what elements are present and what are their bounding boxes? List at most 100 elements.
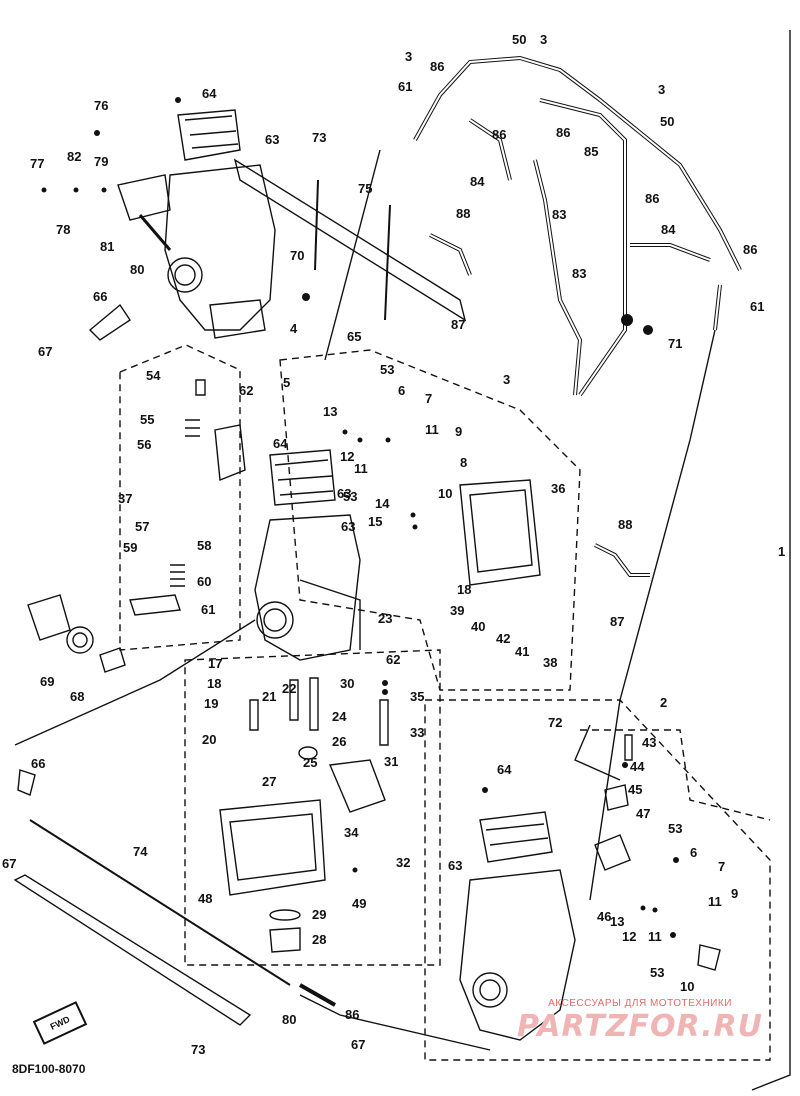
part-callout-5: 5 [283,375,291,390]
part-callout-87: 87 [451,317,466,332]
part-callout-49: 49 [352,896,367,911]
part-callout-84: 84 [661,222,676,237]
part-callout-62: 62 [386,652,401,667]
diagram-part-code: 8DF100-8070 [12,1062,86,1076]
part-callout-6: 6 [398,383,406,398]
part-callout-38: 38 [543,655,558,670]
part-callout-86: 86 [556,125,571,140]
part-callout-40: 40 [471,619,486,634]
part-callout-53: 53 [650,965,665,980]
part-callout-63: 63 [265,132,280,147]
part-callout-66: 66 [31,756,46,771]
part-callout-64: 64 [273,436,288,451]
part-callout-85: 85 [584,144,599,159]
part-callout-8: 8 [460,455,468,470]
part-callout-83: 83 [572,266,587,281]
part-callout-20: 20 [202,732,217,747]
part-callout-63: 63 [448,858,463,873]
part-callout-71: 71 [668,336,683,351]
part-callout-9: 9 [455,424,463,439]
part-callout-37: 37 [118,491,133,506]
part-callout-46: 46 [597,909,612,924]
part-callout-81: 81 [100,239,115,254]
part-callout-61: 61 [750,299,765,314]
part-callout-21: 21 [262,689,277,704]
part-callout-83: 83 [552,207,567,222]
part-callout-27: 27 [262,774,277,789]
part-callout-10: 10 [680,979,695,994]
part-callout-74: 74 [133,844,148,859]
part-callout-22: 22 [282,681,297,696]
part-callout-48: 48 [198,891,213,906]
part-callout-13: 13 [323,404,338,419]
part-callout-30: 30 [340,676,355,691]
part-callout-15: 15 [368,514,383,529]
part-callout-50: 50 [512,32,527,47]
part-callout-60: 60 [197,574,212,589]
part-callout-57: 57 [135,519,150,534]
part-callout-70: 70 [290,248,305,263]
part-callout-78: 78 [56,222,71,237]
part-callout-18: 18 [207,676,222,691]
part-callout-43: 43 [642,735,657,750]
part-callout-11: 11 [648,929,662,944]
part-callout-88: 88 [618,517,633,532]
part-callout-35: 35 [410,689,425,704]
part-callout-63: 63 [337,486,352,501]
part-callout-79: 79 [94,154,109,169]
part-callout-53: 53 [343,489,358,504]
part-callout-12: 12 [340,449,355,464]
part-callout-41: 41 [515,644,530,659]
part-callout-2: 2 [660,695,668,710]
part-callout-86: 86 [743,242,758,257]
part-callout-7: 7 [718,859,726,874]
part-callout-36: 36 [551,481,566,496]
part-callout-62: 62 [239,383,254,398]
part-callout-68: 68 [70,689,85,704]
part-callout-55: 55 [140,412,155,427]
part-callout-67: 67 [2,856,17,871]
part-callout-64: 64 [202,86,217,101]
part-callout-34: 34 [344,825,359,840]
part-callout-56: 56 [137,437,152,452]
part-callout-86: 86 [645,191,660,206]
part-callout-3: 3 [405,49,413,64]
part-callout-19: 19 [204,696,219,711]
part-callout-11: 11 [708,894,722,909]
part-callout-65: 65 [347,329,362,344]
part-callout-50: 50 [660,114,675,129]
part-callout-7: 7 [425,391,433,406]
part-callout-24: 24 [332,709,347,724]
part-callout-61: 61 [398,79,413,94]
part-callout-58: 58 [197,538,212,553]
part-callout-18: 18 [457,582,472,597]
part-callout-86: 86 [492,127,507,142]
part-callout-63: 63 [341,519,356,534]
part-callout-66: 66 [93,289,108,304]
part-callout-75: 75 [358,181,373,196]
part-callout-76: 76 [94,98,109,113]
part-callout-87: 87 [610,614,625,629]
watermark: АКСЕССУАРЫ ДЛЯ МОТОТЕХНИКИ PARTZFOR.RU [490,998,790,1044]
part-callout-1: 1 [778,544,786,559]
part-callout-3: 3 [540,32,548,47]
part-callout-73: 73 [191,1042,206,1057]
part-callout-44: 44 [630,759,645,774]
part-callout-54: 54 [146,368,161,383]
part-callout-69: 69 [40,674,55,689]
part-callout-64: 64 [497,762,512,777]
part-callout-82: 82 [67,149,82,164]
part-callout-84: 84 [470,174,485,189]
part-callout-9: 9 [731,886,739,901]
part-callout-67: 67 [351,1037,366,1052]
part-callout-80: 80 [282,1012,297,1027]
part-callout-25: 25 [303,755,318,770]
part-callout-3: 3 [503,372,511,387]
part-callout-86: 86 [345,1007,360,1022]
part-callout-73: 73 [312,130,327,145]
part-callout-47: 47 [636,806,651,821]
watermark-logo: PARTZFOR.RU [517,1009,763,1044]
part-callout-11: 11 [425,422,439,437]
part-callout-86: 86 [430,59,445,74]
